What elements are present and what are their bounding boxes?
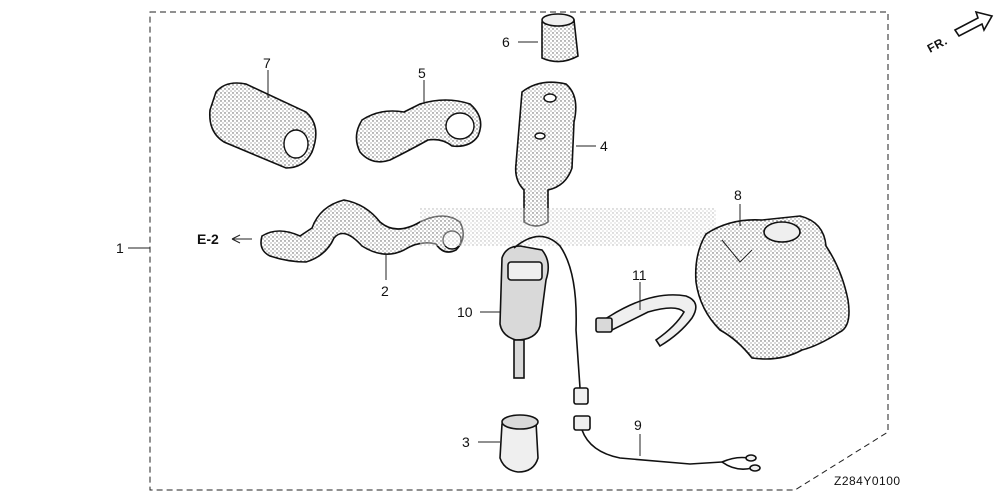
part-7-tube: 7	[208, 55, 317, 169]
callout-6: 6	[502, 34, 510, 50]
part-10-switch: 10	[457, 235, 589, 405]
front-direction-marker: FR.	[925, 10, 994, 56]
callout-4: 4	[600, 138, 608, 154]
part-4-intake-cover: 4	[514, 81, 608, 227]
callout-8: 8	[734, 187, 742, 203]
part-8-shroud: 8	[694, 187, 850, 360]
kit-boundary	[149, 11, 889, 491]
part-5-elbow-hose: 5	[355, 65, 482, 163]
part-9-wire-harness: 9	[573, 415, 761, 472]
callout-10: 10	[457, 304, 473, 320]
diagram-code: Z284Y0100	[834, 474, 901, 488]
callout-1: 1	[116, 240, 124, 256]
left-arrow-icon	[231, 234, 252, 244]
kit-callout: 1	[116, 240, 150, 256]
reference-e2-label: E-2	[197, 231, 219, 247]
brand-stencil	[420, 208, 716, 246]
callout-2: 2	[381, 283, 389, 299]
part-6-cap: 6	[502, 13, 579, 63]
front-label: FR.	[925, 34, 950, 56]
callout-11: 11	[632, 267, 647, 283]
part-3-grommet: 3	[462, 414, 539, 473]
callout-9: 9	[634, 417, 642, 433]
front-arrow-icon	[953, 10, 994, 38]
reference-e2: E-2	[197, 231, 252, 247]
callout-3: 3	[462, 434, 470, 450]
callout-5: 5	[418, 65, 426, 81]
part-11-cable-tie: 11	[595, 267, 697, 348]
callout-7: 7	[263, 55, 271, 71]
